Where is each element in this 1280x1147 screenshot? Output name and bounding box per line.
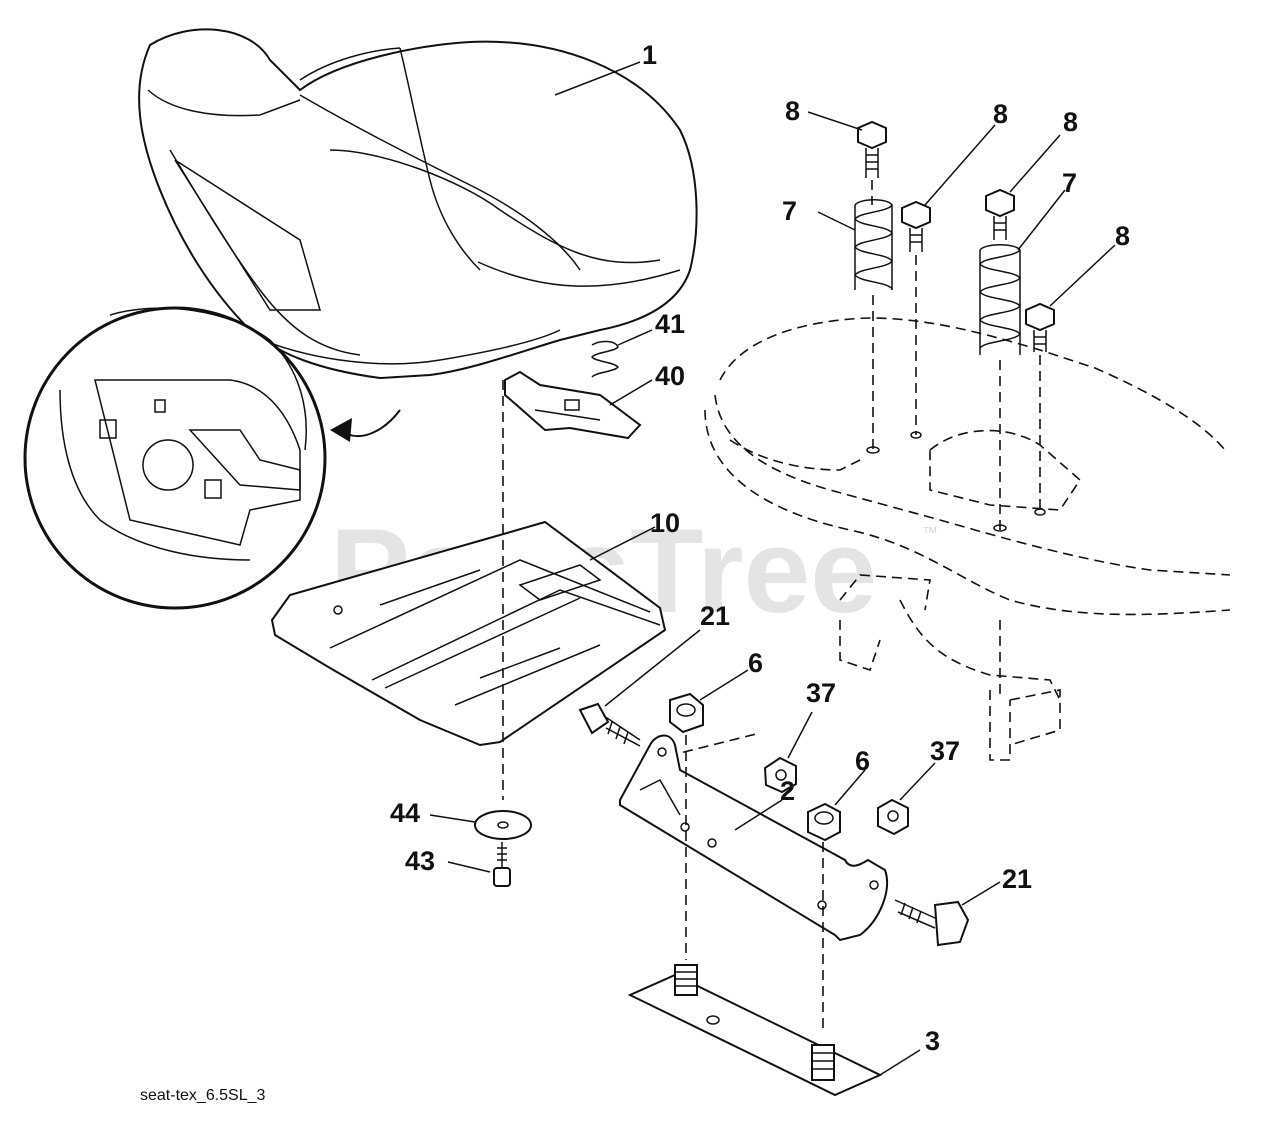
leader-44 xyxy=(429,814,476,823)
callout-6-right: 6 xyxy=(855,746,870,776)
leader-8-a xyxy=(807,111,863,131)
leader-seat xyxy=(554,61,641,96)
leader-8-b xyxy=(924,124,996,206)
frame-hole-4 xyxy=(1034,508,1046,516)
leader-41 xyxy=(617,329,653,346)
bolt-c xyxy=(985,188,1015,240)
leader-37-left xyxy=(787,711,813,759)
callout-1: 1 xyxy=(642,40,657,70)
callout-21-right: 21 xyxy=(1002,864,1032,894)
spring-left xyxy=(854,199,893,290)
leader-6-right xyxy=(834,769,866,806)
lower-plate xyxy=(627,964,883,1097)
callout-10: 10 xyxy=(650,508,680,538)
callout-21-left: 21 xyxy=(700,601,730,631)
leader-2 xyxy=(734,799,783,831)
leader-21-right xyxy=(961,881,1001,906)
nut-right xyxy=(807,802,841,842)
bolt-b xyxy=(901,200,931,252)
callout-7-left: 7 xyxy=(782,196,797,226)
locknut-right xyxy=(877,798,909,836)
callout-3: 3 xyxy=(925,1026,940,1056)
seat xyxy=(138,28,698,380)
callout-7-right: 7 xyxy=(1062,168,1077,198)
leader-7-left xyxy=(817,211,856,231)
switch-spring xyxy=(591,340,619,378)
shoulder-bolt-right xyxy=(894,899,970,947)
switch-plate xyxy=(504,370,642,440)
callout-8-b: 8 xyxy=(993,99,1008,129)
frame-hole-1 xyxy=(866,446,880,454)
leader-8-d xyxy=(1049,244,1116,307)
callout-6-left: 6 xyxy=(748,648,763,678)
bolt-d xyxy=(1025,302,1055,352)
screw xyxy=(493,842,511,887)
leader-7-right xyxy=(1017,189,1066,251)
seat-bracket xyxy=(619,734,888,942)
leader-3 xyxy=(879,1049,921,1076)
spring-right xyxy=(979,244,1021,355)
leader-21-left xyxy=(604,629,701,707)
callout-40: 40 xyxy=(655,361,685,391)
frame-hole-3 xyxy=(993,524,1007,532)
frame-hole-2 xyxy=(910,431,922,439)
callout-2: 2 xyxy=(780,776,795,806)
leader-6-left xyxy=(699,669,749,701)
locknut-left xyxy=(763,756,797,794)
callout-8-a: 8 xyxy=(785,96,800,126)
leader-43 xyxy=(447,861,491,873)
leader-37-right xyxy=(899,762,936,801)
callout-8-d: 8 xyxy=(1115,221,1130,251)
watermark-trademark: ™ xyxy=(922,525,938,542)
diagram-caption: seat-tex_6.5SL_3 xyxy=(140,1087,266,1104)
callout-37-right: 37 xyxy=(930,736,960,766)
shoulder-bolt-left xyxy=(578,702,641,747)
washer xyxy=(474,810,532,840)
leader-40 xyxy=(609,379,653,406)
seat-pan xyxy=(270,520,667,747)
nut-left xyxy=(669,692,704,734)
leader-8-c xyxy=(1009,134,1061,193)
leader-10 xyxy=(589,526,656,561)
detail-inset xyxy=(23,306,401,610)
tractor-frame-outline xyxy=(704,317,1231,761)
bolt-a xyxy=(857,120,887,178)
callout-43: 43 xyxy=(405,846,435,876)
callout-37-left: 37 xyxy=(806,678,836,708)
callout-44: 44 xyxy=(390,798,420,828)
callout-41: 41 xyxy=(655,309,685,339)
callout-8-c: 8 xyxy=(1063,107,1078,137)
